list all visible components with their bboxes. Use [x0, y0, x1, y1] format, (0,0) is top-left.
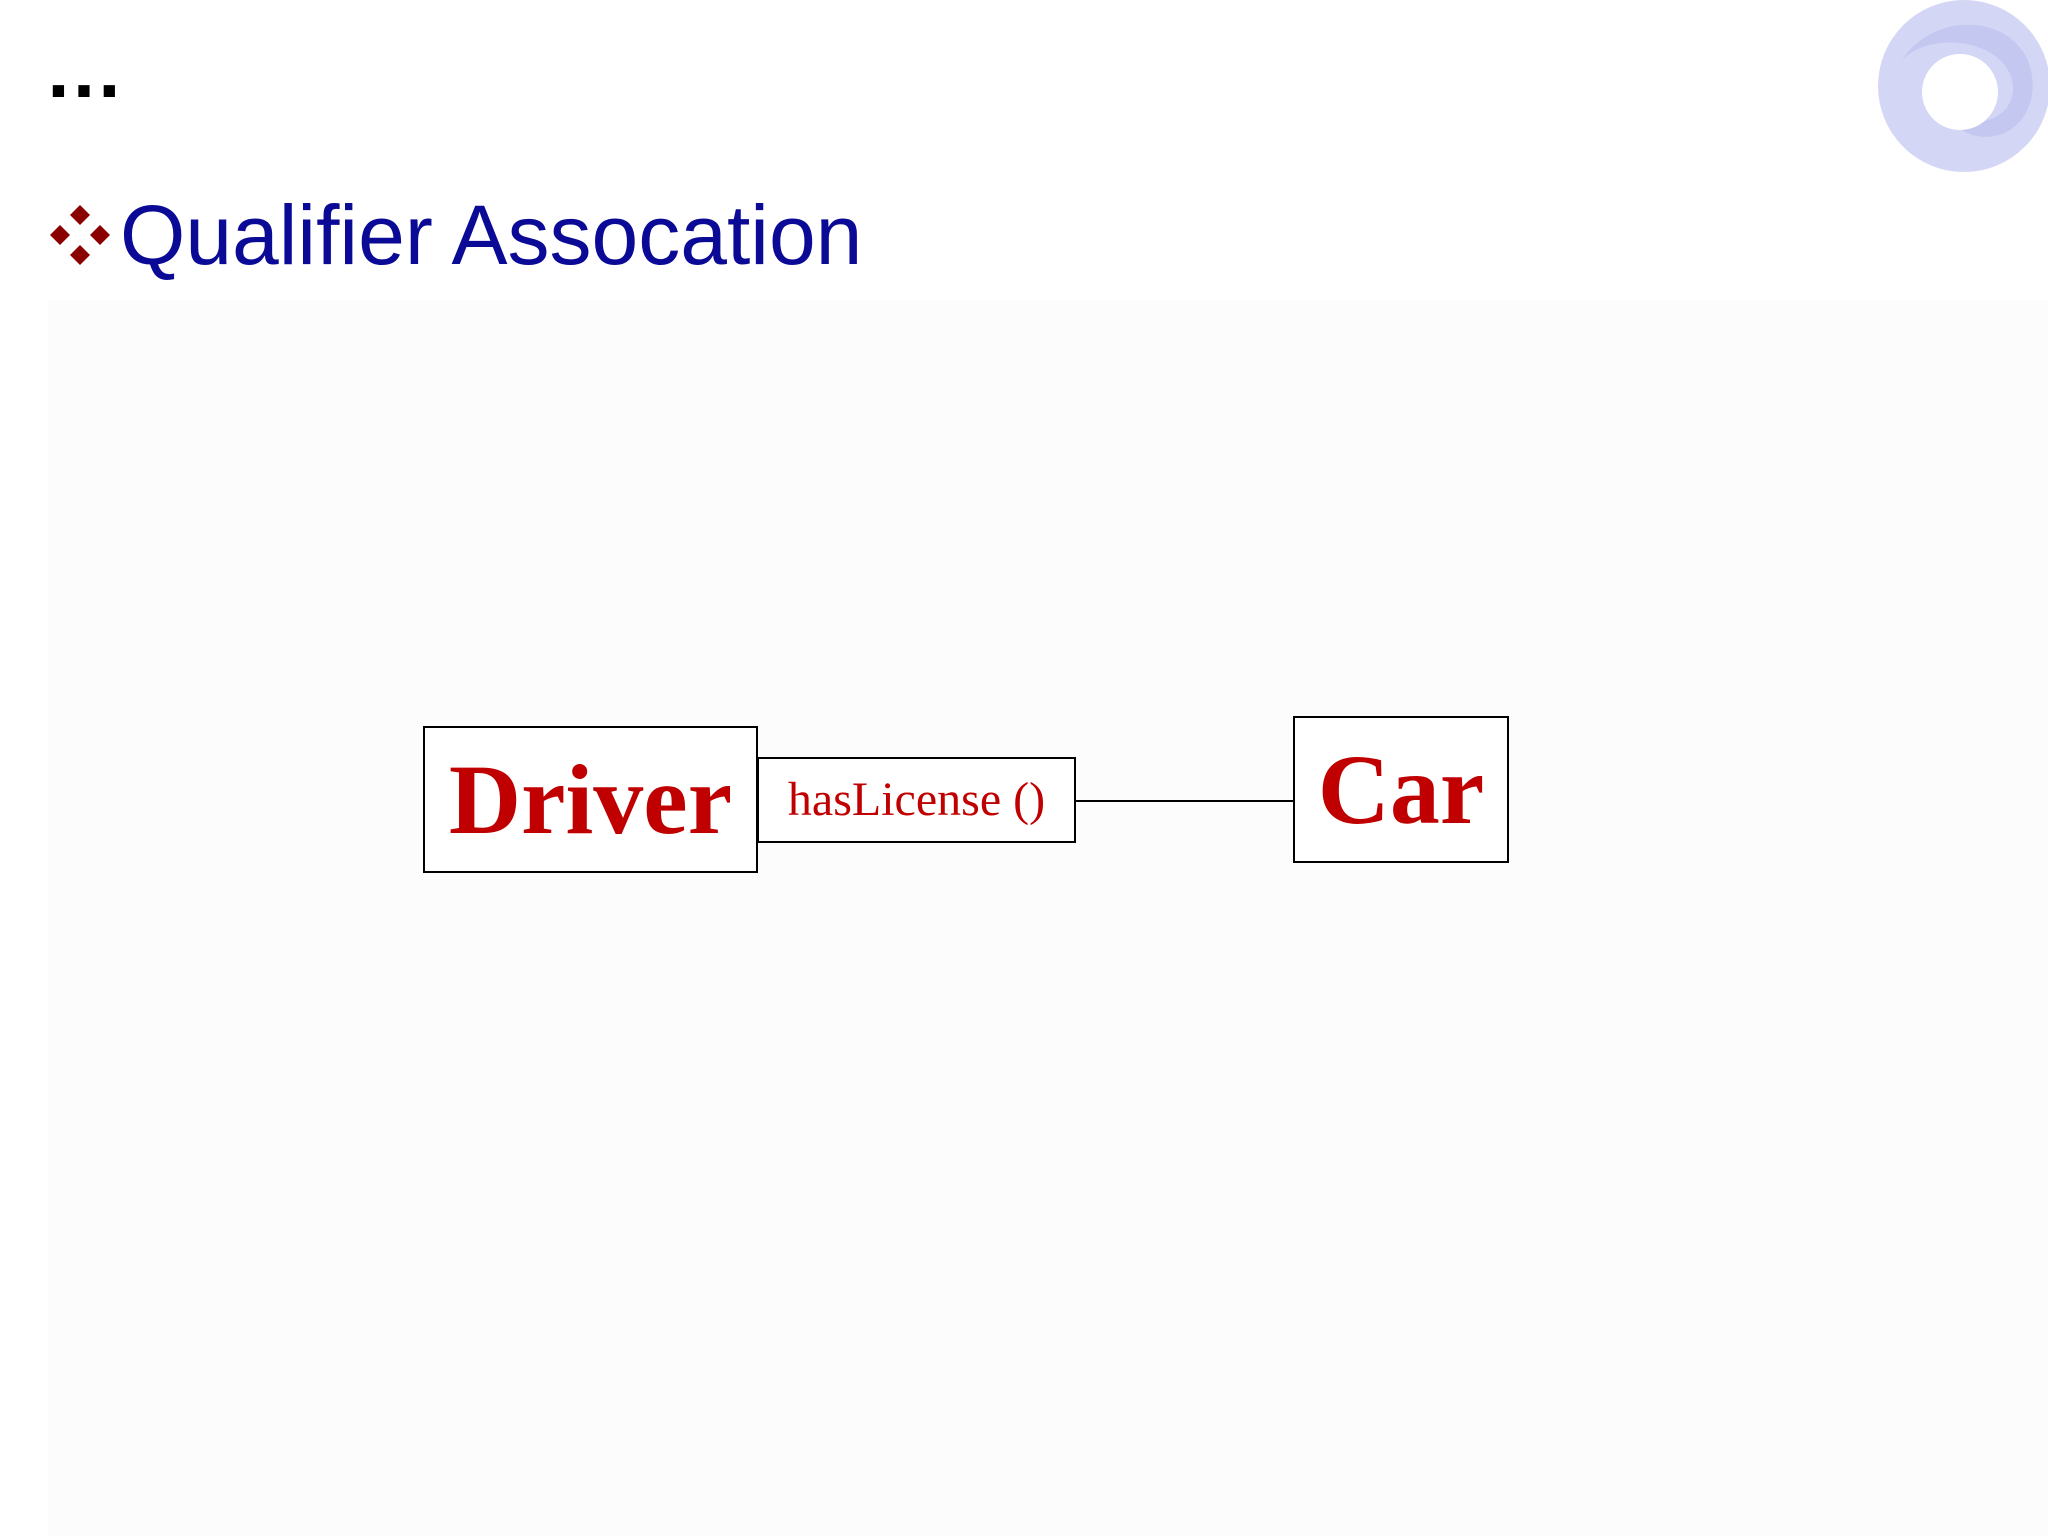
- heading-text: Qualifier Assocation: [120, 188, 863, 282]
- diamond-bullet-icon: [44, 199, 116, 271]
- slide-background: [48, 300, 2048, 1536]
- slide-heading: Qualifier Assocation: [44, 190, 862, 280]
- slide-ellipsis: …: [44, 25, 126, 114]
- logo-swirl-icon: [1872, 0, 2048, 172]
